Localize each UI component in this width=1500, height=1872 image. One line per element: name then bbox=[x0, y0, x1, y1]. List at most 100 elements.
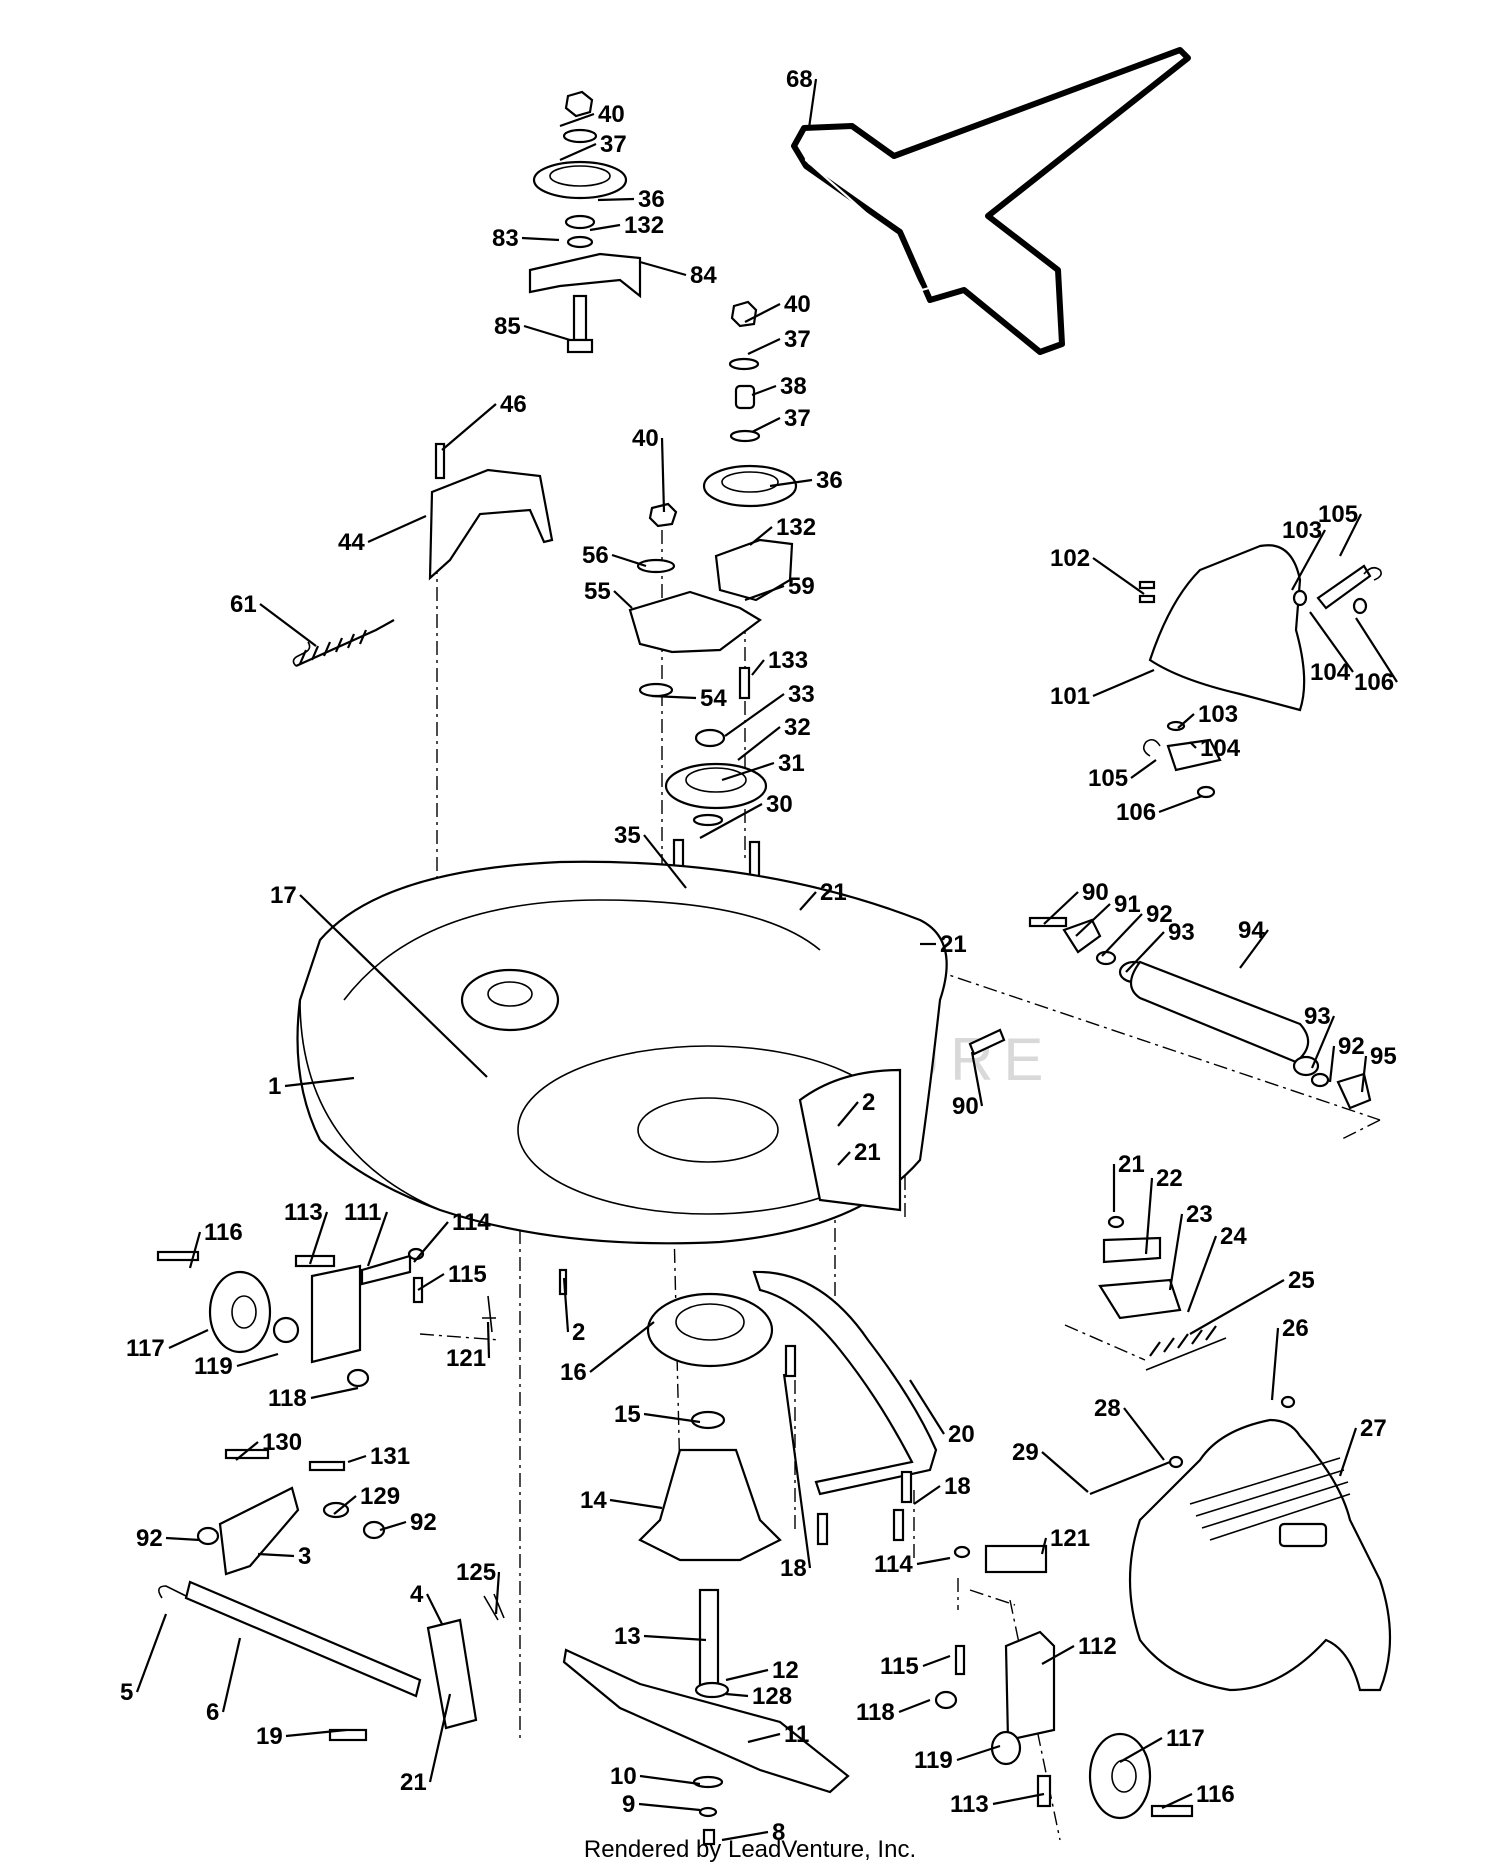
belt-68 bbox=[791, 47, 1191, 355]
callout-leader-8 bbox=[721, 1830, 769, 1842]
callout-leader-19 bbox=[285, 1728, 347, 1738]
discharge-deflector-upper bbox=[1138, 544, 1382, 712]
callout-leader-12 bbox=[725, 1668, 769, 1682]
callout-leader-15 bbox=[643, 1412, 701, 1424]
callout-leader-117 bbox=[1119, 1737, 1163, 1763]
callout-label-131: 131 bbox=[370, 1443, 410, 1470]
callout-label-95: 95 bbox=[1370, 1043, 1397, 1070]
callout-leader-118 bbox=[310, 1386, 359, 1400]
callout-label-85: 85 bbox=[494, 313, 521, 340]
callout-leader-18 bbox=[782, 1373, 812, 1569]
callout-leader-116 bbox=[188, 1231, 202, 1269]
callout-leader-105 bbox=[1339, 513, 1362, 557]
callout-label-37: 37 bbox=[600, 131, 627, 158]
callout-leader-35 bbox=[643, 834, 687, 889]
callout-leader-5 bbox=[135, 1613, 168, 1693]
callout-leader-101 bbox=[1092, 668, 1155, 698]
callout-leader-55 bbox=[613, 590, 633, 609]
gauge-wheel-left bbox=[156, 1247, 496, 1388]
callout-leader-2 bbox=[837, 1101, 859, 1127]
callout-label-10: 10 bbox=[610, 1763, 637, 1790]
callout-leader-90 bbox=[970, 1051, 984, 1107]
callout-leader-21 bbox=[428, 1693, 452, 1783]
callout-label-40: 40 bbox=[632, 425, 659, 452]
callout-label-17: 17 bbox=[270, 882, 297, 909]
callout-leader-36 bbox=[597, 197, 635, 202]
callout-label-119: 119 bbox=[914, 1747, 953, 1774]
callout-leader-37 bbox=[559, 142, 597, 162]
callout-leader-40 bbox=[744, 303, 781, 323]
callout-label-26: 26 bbox=[1282, 1315, 1309, 1342]
callout-leader-21 bbox=[799, 891, 817, 911]
callout-label-21: 21 bbox=[940, 931, 967, 958]
callout-label-18: 18 bbox=[780, 1555, 807, 1582]
callout-leader-131 bbox=[347, 1454, 367, 1464]
callout-leader-116 bbox=[1161, 1793, 1193, 1809]
callout-leader-37 bbox=[747, 338, 781, 355]
callout-leader-22 bbox=[1144, 1177, 1154, 1255]
spindle-assembly bbox=[558, 1268, 850, 1846]
callout-leader-20 bbox=[909, 1379, 945, 1435]
callout-leader-111 bbox=[366, 1211, 389, 1267]
callout-label-59: 59 bbox=[788, 573, 815, 600]
callout-leader-119 bbox=[956, 1744, 1001, 1762]
callout-label-20: 20 bbox=[948, 1421, 975, 1448]
mower-deck-1 bbox=[296, 860, 948, 1245]
callout-leader-93 bbox=[1310, 1015, 1336, 1069]
callout-leader-125 bbox=[494, 1571, 501, 1615]
callout-leader-115 bbox=[922, 1654, 951, 1668]
callout-label-92: 92 bbox=[410, 1509, 437, 1536]
callout-leader-117 bbox=[168, 1329, 209, 1349]
callout-label-15: 15 bbox=[614, 1401, 641, 1428]
callout-label-112: 112 bbox=[1078, 1633, 1117, 1660]
callout-leader-92 bbox=[1328, 1045, 1336, 1083]
callout-label-40: 40 bbox=[784, 291, 811, 318]
callout-label-90: 90 bbox=[952, 1093, 979, 1120]
callout-label-94: 94 bbox=[1238, 917, 1265, 944]
callout-leader-24 bbox=[1186, 1235, 1218, 1313]
callout-label-116: 116 bbox=[204, 1219, 243, 1246]
callout-leader-1 bbox=[284, 1076, 355, 1088]
callout-label-132: 132 bbox=[624, 212, 664, 239]
callout-leader-46 bbox=[441, 403, 497, 451]
footer-credit: Rendered by LeadVenture, Inc. bbox=[583, 1836, 917, 1863]
callout-label-92: 92 bbox=[136, 1525, 163, 1552]
callout-leader-4 bbox=[426, 1593, 443, 1625]
callout-leader-40 bbox=[660, 437, 666, 513]
callout-leader-14 bbox=[609, 1498, 663, 1510]
callout-leader-93 bbox=[1125, 931, 1165, 973]
callout-label-19: 19 bbox=[256, 1723, 283, 1750]
callout-label-22: 22 bbox=[1156, 1165, 1183, 1192]
callout-leader-16 bbox=[589, 1321, 655, 1373]
callout-label-25: 25 bbox=[1288, 1267, 1315, 1294]
callout-label-23: 23 bbox=[1186, 1201, 1213, 1228]
callout-leader-68 bbox=[807, 78, 818, 129]
callout-label-21: 21 bbox=[1118, 1151, 1145, 1178]
callout-label-46: 46 bbox=[500, 391, 527, 418]
callout-label-117: 117 bbox=[1166, 1725, 1205, 1752]
callout-label-114: 114 bbox=[874, 1551, 913, 1578]
callout-label-111: 111 bbox=[344, 1199, 381, 1226]
pulley-stack-middle bbox=[628, 300, 798, 926]
callout-label-16: 16 bbox=[560, 1359, 587, 1386]
callout-leader-59 bbox=[744, 584, 785, 602]
callout-leader-92 bbox=[1101, 913, 1143, 957]
callout-label-91: 91 bbox=[1114, 891, 1141, 918]
callout-label-8: 8 bbox=[772, 1819, 785, 1846]
callout-label-36: 36 bbox=[638, 186, 665, 213]
callout-label-28: 28 bbox=[1094, 1395, 1121, 1422]
callout-label-3: 3 bbox=[298, 1543, 311, 1570]
callout-leader-61 bbox=[259, 603, 317, 647]
callout-label-106: 106 bbox=[1354, 669, 1394, 696]
callout-label-40: 40 bbox=[598, 101, 625, 128]
callout-leader-2 bbox=[562, 1277, 570, 1333]
callout-label-6: 6 bbox=[206, 1699, 219, 1726]
baffle-20 bbox=[752, 1270, 938, 1546]
callout-label-121: 121 bbox=[446, 1345, 486, 1372]
callout-label-101: 101 bbox=[1050, 683, 1090, 710]
callout-label-129: 129 bbox=[360, 1483, 400, 1510]
callout-label-44: 44 bbox=[338, 529, 365, 556]
callout-label-24: 24 bbox=[1220, 1223, 1247, 1250]
callout-label-38: 38 bbox=[780, 373, 807, 400]
callout-leader-32 bbox=[737, 726, 781, 761]
